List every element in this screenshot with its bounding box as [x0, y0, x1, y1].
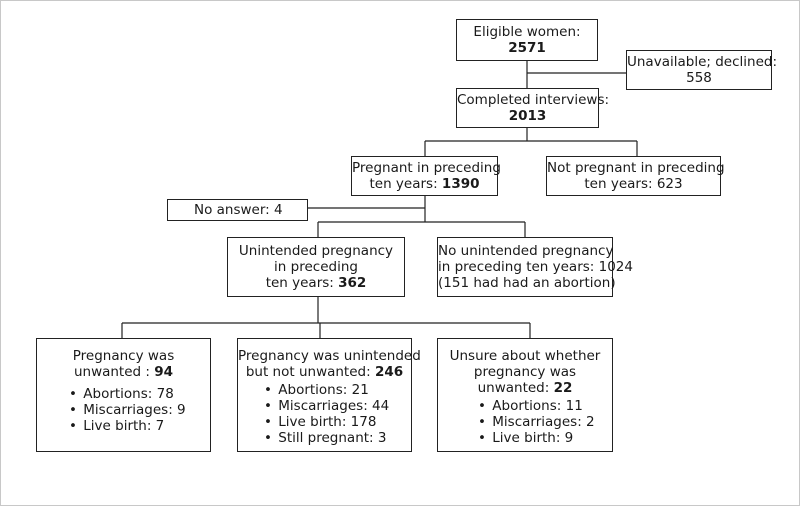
list-item: • Abortions: 21 — [264, 382, 411, 398]
not-unwanted-line2: but not unwanted: — [245, 364, 375, 380]
unsure-line3: unwanted: — [477, 380, 554, 396]
not-unwanted-miscarriages: Miscarriages: 44 — [278, 398, 390, 414]
unwanted-box: Pregnancy was unwanted : 94 • Abortions:… — [36, 338, 211, 452]
unsure-abortions: Abortions: 11 — [492, 398, 583, 414]
completed-label: Completed interviews: — [457, 92, 610, 108]
list-item: • Miscarriages: 9 — [69, 402, 210, 418]
unwanted-abortions: Abortions: 78 — [83, 386, 174, 402]
unwanted-value: 94 — [154, 364, 174, 380]
no-answer-box: No answer: 4 — [167, 199, 308, 221]
no-unintended-line3: (151 had had an abortion) — [438, 275, 616, 291]
unintended-line3-wrap: ten years: 362 — [228, 275, 404, 291]
not-unwanted-value: 246 — [374, 364, 404, 380]
eligible-women-box: Eligible women: 2571 — [456, 19, 598, 61]
unintended-line2: in preceding — [274, 259, 358, 275]
not-pregnant-line1: Not pregnant in preceding — [547, 160, 725, 176]
unintended-box: Unintended pregnancy in preceding ten ye… — [227, 237, 405, 297]
unsure-live-birth: Live birth: 9 — [492, 430, 574, 446]
list-item: • Still pregnant: 3 — [264, 430, 411, 446]
no-unintended-box: No unintended pregnancy in preceding ten… — [437, 237, 633, 297]
bullet-icon: • — [478, 414, 486, 430]
unavailable-value: 558 — [686, 70, 712, 86]
eligible-value: 2571 — [508, 40, 546, 56]
unintended-line1: Unintended pregnancy — [238, 243, 394, 259]
list-item: • Live birth: 9 — [478, 430, 612, 446]
bullet-icon: • — [264, 414, 272, 430]
no-unintended-line2: in preceding ten years: 1024 — [438, 259, 633, 275]
bullet-icon: • — [478, 398, 486, 414]
bullet-icon: • — [69, 418, 77, 434]
unsure-miscarriages: Miscarriages: 2 — [492, 414, 595, 430]
unwanted-outcomes-list: • Abortions: 78 • Miscarriages: 9 • Live… — [69, 386, 210, 434]
not-pregnant-line2: ten years: 623 — [584, 176, 683, 192]
pregnant-line2-wrap: ten years: 1390 — [352, 176, 497, 192]
list-item: • Miscarriages: 44 — [264, 398, 411, 414]
bullet-icon: • — [264, 430, 272, 446]
list-item: • Miscarriages: 2 — [478, 414, 612, 430]
unwanted-live-birth: Live birth: 7 — [83, 418, 165, 434]
unwanted-miscarriages: Miscarriages: 9 — [83, 402, 186, 418]
unavailable-box: Unavailable; declined: 558 — [626, 50, 777, 90]
not-unwanted-line1: Pregnancy was unintended — [238, 348, 421, 364]
completed-value: 2013 — [508, 108, 547, 124]
not-unwanted-outcomes-list: • Abortions: 21 • Miscarriages: 44 • Liv… — [264, 382, 411, 446]
unsure-outcomes-list: • Abortions: 11 • Miscarriages: 2 • Live… — [478, 398, 612, 446]
unwanted-line2-wrap: unwanted : 94 — [37, 364, 210, 380]
bullet-icon: • — [264, 382, 272, 398]
unavailable-label: Unavailable; declined: — [627, 54, 777, 70]
eligible-label: Eligible women: — [473, 24, 581, 40]
pregnant-line1: Pregnant in preceding — [352, 160, 501, 176]
not-unwanted-live-birth: Live birth: 178 — [278, 414, 377, 430]
bullet-icon: • — [478, 430, 486, 446]
unsure-line1: Unsure about whether — [449, 348, 601, 364]
no-unintended-line1: No unintended pregnancy — [438, 243, 614, 259]
list-item: • Abortions: 78 — [69, 386, 210, 402]
unwanted-line2: unwanted : — [73, 364, 155, 380]
unintended-line3: ten years: — [265, 275, 339, 291]
completed-interviews-box: Completed interviews: 2013 — [456, 88, 610, 128]
unwanted-line1: Pregnancy was — [72, 348, 175, 364]
not-pregnant-box: Not pregnant in preceding ten years: 623 — [546, 156, 725, 196]
no-answer-label: No answer: 4 — [194, 202, 283, 218]
not-unwanted-box: Pregnancy was unintended but not unwante… — [237, 338, 421, 452]
pregnant-value: 1390 — [441, 176, 480, 192]
bullet-icon: • — [264, 398, 272, 414]
pregnant-line2: ten years: — [369, 176, 442, 192]
unsure-line2: pregnancy was — [473, 364, 577, 380]
pregnant-box: Pregnant in preceding ten years: 1390 — [351, 156, 501, 196]
not-unwanted-still-pregnant: Still pregnant: 3 — [278, 430, 387, 446]
bullet-icon: • — [69, 386, 77, 402]
unsure-value: 22 — [553, 380, 573, 396]
bullet-icon: • — [69, 402, 77, 418]
unsure-line3-wrap: unwanted: 22 — [438, 380, 612, 396]
list-item: • Live birth: 178 — [264, 414, 411, 430]
unsure-box: Unsure about whether pregnancy was unwan… — [437, 338, 613, 452]
not-unwanted-abortions: Abortions: 21 — [278, 382, 369, 398]
list-item: • Live birth: 7 — [69, 418, 210, 434]
unintended-value: 362 — [338, 275, 367, 291]
not-unwanted-line2-wrap: but not unwanted: 246 — [238, 364, 411, 380]
list-item: • Abortions: 11 — [478, 398, 612, 414]
